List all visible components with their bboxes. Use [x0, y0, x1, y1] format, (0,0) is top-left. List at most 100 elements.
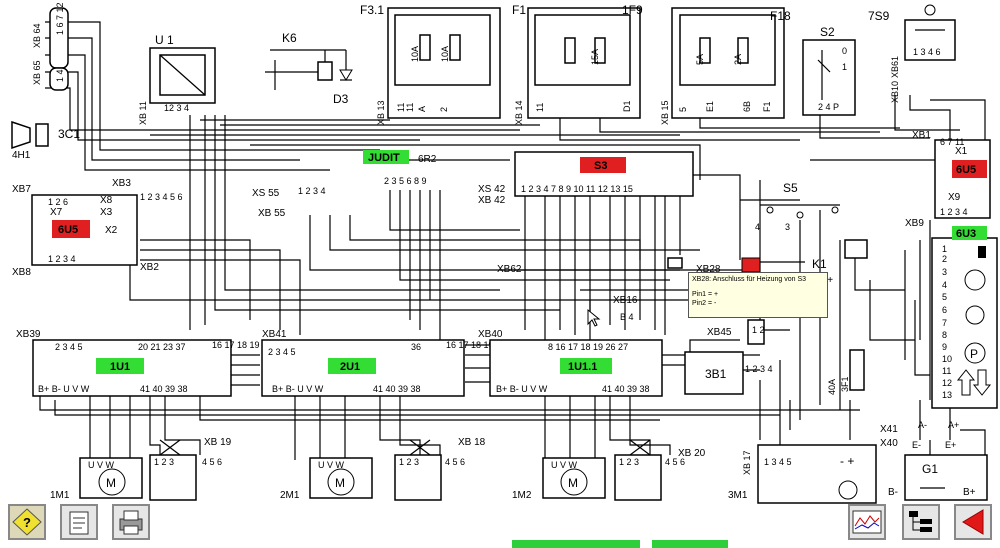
label-xb9: XB9 — [905, 218, 924, 229]
label-xb16: XB16 — [613, 295, 638, 306]
panel-6u3-pin-7: 7 — [942, 318, 947, 328]
fuse-2a: 2A — [733, 54, 743, 65]
pins-1u1-1-bottom2: 41 40 39 38 — [602, 384, 650, 394]
switch-7s9: 7S9 1 3 4 6 XB61 XB10 — [868, 4, 956, 103]
fuse-3f1: 40A 3F1 — [827, 349, 865, 395]
label-6r2: 6R2 — [418, 154, 437, 165]
label-d3: D3 — [333, 92, 349, 106]
label-xb20: XB 20 — [678, 448, 706, 459]
motor-symbol-icon — [964, 269, 986, 291]
printer-icon — [119, 510, 143, 535]
label-k1: K1 — [812, 257, 827, 271]
mouse-cursor-icon — [587, 308, 601, 327]
fuse-10a-1: 10A — [410, 46, 420, 62]
parking-icon — [964, 342, 986, 364]
status-tab-1[interactable] — [512, 540, 640, 548]
label-xb40: XB40 — [478, 329, 503, 340]
label-b-minus: B- — [888, 487, 898, 498]
label-2u1: 2U1 — [340, 361, 360, 373]
pins-1u1-right: 16 17 18 19 — [212, 340, 260, 350]
hall-sensors-2: 1 2 3 4 5 6 XB 18 — [394, 437, 486, 501]
fusebox-f1-f9: F1 1F9 15A XB 14 11 D1 — [512, 3, 643, 125]
fuse-5a: 5A — [695, 54, 705, 65]
label-s2: S2 — [820, 25, 835, 39]
arrow-up-icon — [956, 369, 976, 396]
pins-xb65: 1 4 — [55, 69, 65, 82]
switch-s2: S2 0 1 2 4 P — [802, 25, 856, 116]
label-xs55: XS 55 — [252, 188, 280, 199]
pins-6u5-right: 1 2 3 4 5 6 — [140, 192, 183, 202]
pins-1u1-top: 2 3 4 5 — [55, 342, 83, 352]
panel-6u3-pin-11: 11 — [942, 366, 951, 376]
label-6u5-left: 6U5 — [58, 224, 78, 236]
pin-f1-11: 11 — [535, 103, 545, 112]
label-x40: X40 — [880, 438, 898, 449]
motor-1m1-symbol: M — [106, 476, 116, 490]
module-2u1: 2U1 XB41 2 3 4 5 36 16 17 18 19 B+ B- U … — [261, 329, 494, 397]
module-s3: S3 1 2 3 4 7 8 9 10 11 12 13 15 XS 42 XB… — [478, 151, 694, 206]
parking-symbol: P — [970, 347, 978, 361]
component-u1: U 1 XB 11 12 3 4 — [138, 33, 216, 125]
pins-6u5-right-side: 1 2 3 4 — [940, 207, 968, 217]
panel-6u3-pin-3: 3 — [942, 267, 947, 277]
pins-3m1: 1 3 4 5 — [764, 457, 792, 467]
pins-xb16: B 4 — [620, 312, 634, 322]
label-7s9: 7S9 — [868, 9, 890, 23]
back-button[interactable] — [954, 504, 992, 540]
label-1m2: 1M2 — [512, 490, 532, 501]
pins-2u1-top: 36 — [411, 342, 421, 352]
tree-structure-icon — [909, 511, 932, 532]
label-3f1: 3F1 — [840, 376, 850, 392]
label-4h1: 4H1 — [12, 150, 31, 161]
connector-xb28: XB28 — [667, 257, 721, 275]
label-2m1: 2M1 — [280, 490, 300, 501]
label-u1: U 1 — [155, 33, 174, 47]
label-xb41: XB41 — [262, 329, 287, 340]
connector-xb16: XB16 B 4 — [613, 295, 638, 322]
tooltip-pin2: Pin2 = - — [692, 300, 717, 307]
motor-1m1-phases: U V W — [88, 460, 115, 470]
label-xb18: XB 18 — [458, 437, 486, 448]
label-xb65: XB 65 — [32, 60, 42, 85]
fan-icon — [965, 305, 985, 325]
label-f1: F1 — [512, 3, 526, 17]
pins-xb45: 1 2 — [752, 325, 765, 335]
label-k6: K6 — [282, 31, 297, 45]
judit-connector: JUDIT 6R2 2 3 5 6 8 9 — [363, 150, 437, 186]
help-button[interactable]: ? — [8, 504, 46, 540]
label-e-plus: E+ — [945, 440, 956, 450]
motor-1m2-symbol: M — [568, 476, 578, 490]
pins-2u1-right: 16 17 18 19 — [446, 340, 494, 350]
panel-6u3-pin-8: 8 — [942, 330, 947, 340]
print-button[interactable] — [112, 504, 150, 540]
label-x9: X9 — [948, 192, 961, 203]
label-6u5-right: 6U5 — [956, 164, 976, 176]
tree-view-button[interactable] — [902, 504, 940, 540]
label-xb1: XB1 — [912, 130, 931, 141]
hall-1-pins2: 4 5 6 — [202, 457, 222, 467]
label-xb11: XB 11 — [138, 101, 148, 125]
hall-sensors-1: 1 2 3 4 5 6 XB 19 — [149, 437, 232, 501]
module-1u1-1: 1U1.1 XB40 8 16 17 18 19 26 27 B+ B- U V… — [478, 329, 663, 397]
s5-pin-4: 4 — [755, 222, 760, 232]
module-6u5-left: 6U5 XB7 XB3 X7 X3 X8 X2 XB2 XB8 1 2 3 4 … — [12, 178, 183, 278]
motor-2m1-phases: U V W — [318, 460, 345, 470]
signal-view-button[interactable] — [848, 504, 886, 540]
pins-6u5-right-top: 6 7 11 — [940, 137, 964, 147]
label-xb17: XB 17 — [742, 450, 752, 475]
label-g1: G1 — [922, 462, 938, 476]
module-6u5-right: 6U5 XB1 X1 6 7 11 X9 XB9 1 2 3 4 — [905, 130, 991, 229]
label-b-plus: B+ — [963, 487, 976, 498]
fuse-10a-2: 10A — [440, 46, 450, 62]
fusebox-f3-1: F3.1 10A 10A XB 13 11 11 A 2 — [360, 3, 501, 125]
notes-button[interactable] — [60, 504, 98, 540]
help-icon: ? — [12, 508, 42, 536]
panel-6u3: 6U3 1 2 3 4 5 6 7 8 9 10 11 12 13 P — [931, 226, 998, 409]
pin-f18-f1: F1 — [762, 101, 772, 112]
status-tab-2[interactable] — [652, 540, 728, 548]
panel-6u3-pin-6: 6 — [942, 305, 947, 315]
label-3m1-terminals: - + — [840, 454, 854, 468]
label-x3: X3 — [100, 207, 113, 218]
s2-pos-0: 0 — [842, 46, 847, 56]
